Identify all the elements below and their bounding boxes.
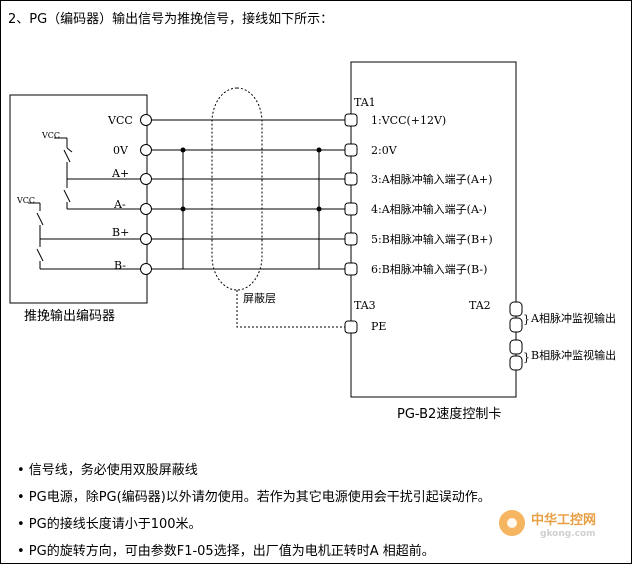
- encoder-terminals: [140, 114, 152, 275]
- ta2-output-b: B相脉冲监视输出: [531, 348, 616, 362]
- shield-ellipse: [211, 87, 263, 291]
- card-terminal-label-5: 5:B相脉冲输入端子(B+): [371, 232, 493, 246]
- encoder-terminal-circle: [140, 203, 152, 215]
- junction-dots: [180, 147, 322, 212]
- encoder-terminal-circle: [140, 173, 152, 185]
- ta2-terminal: [509, 301, 523, 317]
- ta3-pe-label: PE: [371, 320, 386, 333]
- shield-label: 屏蔽层: [243, 292, 276, 305]
- page-title: 2、PG（编码器）输出信号为推挽信号，接线如下所示：: [8, 12, 334, 27]
- encoder-switches: [28, 137, 140, 270]
- junction-dot: [316, 206, 322, 212]
- card-terminal: [344, 232, 358, 246]
- card-terminal: [344, 262, 358, 276]
- watermark-logo: 中华工控网 gkong.com: [499, 510, 596, 539]
- card-terminal: [344, 172, 358, 186]
- encoder-terminal-circle: [140, 114, 152, 126]
- switch-supply-label-a: VCC: [41, 131, 60, 140]
- junction-dot: [180, 147, 186, 153]
- card-caption: PG-B2速度控制卡: [397, 406, 501, 422]
- encoder-terminal-a-plus: A+: [111, 167, 129, 180]
- encoder-terminal-b-plus: B+: [112, 226, 129, 239]
- encoder-terminal-a-minus: A-: [113, 198, 126, 211]
- junction-dot: [180, 206, 186, 212]
- ta2-label: TA2: [469, 299, 491, 312]
- encoder-box: [9, 94, 148, 304]
- card-terminal-label-3: 3:A相脉冲输入端子(A+): [371, 172, 492, 186]
- ta2-terminal: [509, 317, 523, 333]
- switch-supply-label-b: VCC: [16, 196, 35, 205]
- ta2-output-a: A相脉冲监视输出: [530, 311, 616, 325]
- encoder-terminal-0v: 0V: [113, 144, 129, 157]
- card-terminal: [344, 113, 358, 127]
- card-terminal-label-1: 1:VCC(+12V): [371, 114, 446, 127]
- encoder-terminal-circle: [140, 144, 152, 156]
- encoder-terminal-circle: [140, 263, 152, 275]
- brace-b: }: [523, 351, 530, 364]
- watermark-name: 中华工控网: [531, 512, 596, 528]
- card-box: [350, 61, 517, 398]
- card-terminal-label-6: 6:B相脉冲输入端子(B-): [371, 262, 487, 276]
- encoder-terminal-b-minus: B-: [114, 259, 126, 272]
- card-terminals: [344, 113, 358, 334]
- ta2-terminal: [509, 355, 523, 371]
- card-terminal-label-2: 2:0V: [371, 144, 398, 157]
- card-terminal-pe: [344, 320, 358, 334]
- encoder-terminal-circle: [140, 233, 152, 245]
- note-item: • PG电源，除PG(编码器)以外请勿使用。若作为其它电源使用会干扰引起误动作。: [17, 490, 491, 505]
- watermark-url: gkong.com: [540, 529, 596, 539]
- card-terminal: [344, 143, 358, 157]
- brace-a: }: [523, 313, 530, 326]
- card-terminal-label-4: 4:A相脉冲输入端子(A-): [371, 202, 487, 216]
- ta2-terminal: [509, 339, 523, 355]
- encoder-terminal-vcc: VCC: [107, 114, 133, 127]
- note-item: • 信号线，务必使用双股屏蔽线: [17, 463, 198, 478]
- ta2-terminals: [509, 301, 523, 371]
- encoder-caption: 推挽输出编码器: [24, 308, 115, 324]
- ta3-label: TA3: [354, 299, 376, 312]
- ta1-label: TA1: [354, 96, 376, 109]
- junction-dot: [316, 147, 322, 153]
- signal-wires: [152, 119, 345, 270]
- note-item: • PG的旋转方向，可由参数F1-05选择，出厂值为电机正转时A 相超前。: [17, 544, 435, 559]
- note-item: • PG的接线长度请小于100米。: [17, 517, 202, 532]
- card-terminal: [344, 202, 358, 216]
- shield-drain-wire: [236, 290, 345, 328]
